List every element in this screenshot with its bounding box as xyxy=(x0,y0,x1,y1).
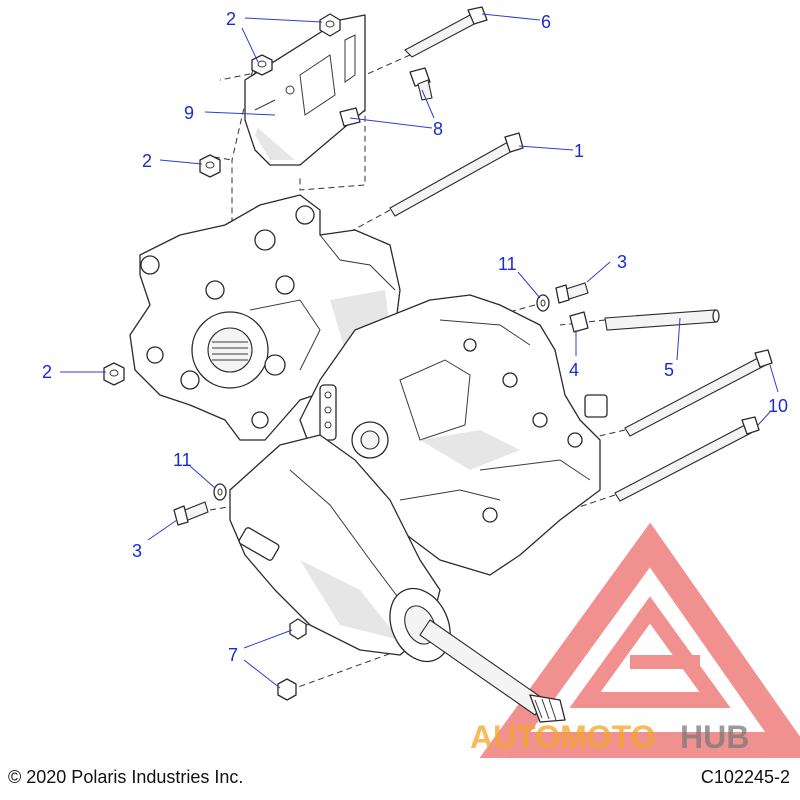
callout-numbers: 2 6 9 8 1 2 11 3 4 5 2 10 11 3 7 xyxy=(42,9,788,665)
callout-4: 4 xyxy=(569,360,579,380)
svg-text:AUTOMOTO: AUTOMOTO xyxy=(470,719,655,755)
callout-2-left: 2 xyxy=(42,362,52,382)
automotohub-watermark-text: AUTOMOTO HUB xyxy=(470,719,749,755)
callout-5: 5 xyxy=(664,360,674,380)
drawing-number: C102245-2 xyxy=(700,767,790,787)
callout-7: 7 xyxy=(228,645,238,665)
callout-3-right: 3 xyxy=(617,252,627,272)
callout-6: 6 xyxy=(541,12,551,32)
bolt-part-3-right xyxy=(555,282,589,304)
callout-11-left: 11 xyxy=(173,450,192,470)
bolt-part-10-lower xyxy=(614,416,760,502)
callout-8: 8 xyxy=(433,119,443,139)
callout-2-top: 2 xyxy=(226,9,236,29)
tube-part-5 xyxy=(604,309,720,331)
bolt-part-10-upper xyxy=(624,349,773,437)
bolt-part-6 xyxy=(404,6,488,58)
clip-part-4 xyxy=(569,311,589,333)
bolt-part-1 xyxy=(389,132,524,217)
nut-part-7-upper xyxy=(289,618,307,640)
bolt-part-3-left xyxy=(173,501,209,526)
nut-part-2-mid-left xyxy=(199,154,221,178)
automotohub-watermark xyxy=(479,522,800,758)
output-shaft xyxy=(419,619,566,723)
copyright-text: © 2020 Polaris Industries Inc. xyxy=(8,767,244,787)
washer-part-11-right xyxy=(536,294,550,312)
callout-leaders xyxy=(60,13,779,689)
nut-part-2-top xyxy=(319,13,341,37)
callout-10: 10 xyxy=(768,396,788,416)
washer-part-11-left xyxy=(213,483,227,501)
callout-3-left: 3 xyxy=(132,541,142,561)
callout-9: 9 xyxy=(184,103,194,123)
bracket-stud xyxy=(339,107,361,127)
callout-11-right: 11 xyxy=(498,254,517,274)
nut-part-2-left xyxy=(103,362,125,386)
svg-text:HUB: HUB xyxy=(680,719,749,755)
mounting-bracket-part-9 xyxy=(244,14,366,166)
nut-part-2-upper-left xyxy=(251,54,273,76)
lower-housing xyxy=(229,434,451,663)
bolt-part-8 xyxy=(409,67,433,101)
nut-part-7-lower xyxy=(277,678,297,701)
callout-1: 1 xyxy=(574,141,584,161)
callout-2-mid: 2 xyxy=(142,151,152,171)
